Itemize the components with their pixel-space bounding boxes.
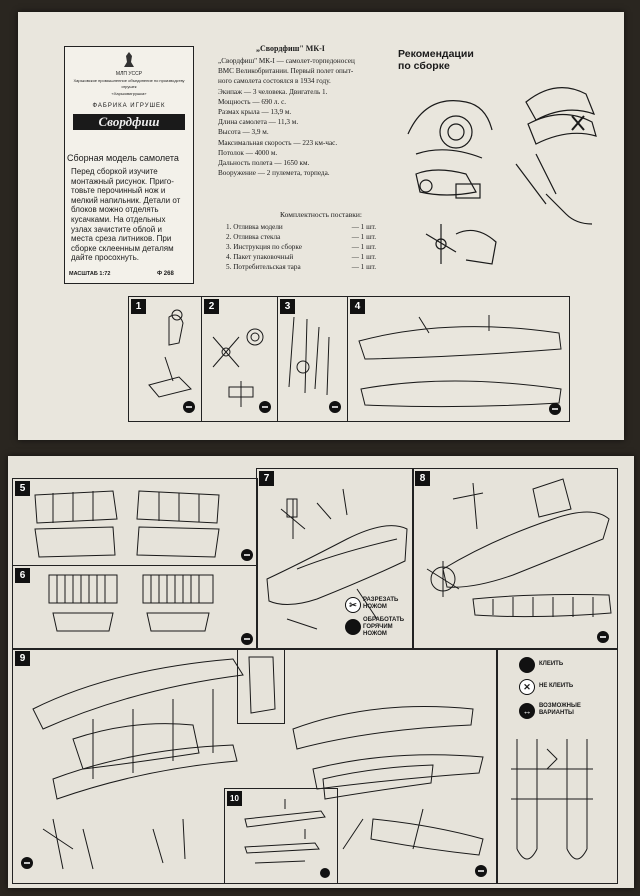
variants-icon: ↔ (519, 703, 535, 719)
panel-legend-variants: КЛЕИТЬ ✕ НЕ КЛЕИТЬ ↔ ВОЗМОЖНЫЕ ВАРИАНТЫ (496, 648, 618, 884)
description-line: Экипаж — 3 человека. Двигатель 1. (218, 87, 328, 96)
panel-step-8: 8 (412, 468, 618, 650)
step-10-number: 10 (227, 791, 242, 806)
panel-step-7: 7 ✂ РАЗРЕЗАТЬ НОЖОМ ОБРАБОТАТЬ ГОРЯЧИМ Н… (256, 468, 414, 650)
step-8-number: 8 (415, 471, 430, 486)
cover-heading: Сборная модель самолета (67, 153, 179, 163)
cut-icon: ✂ (345, 597, 361, 613)
description-line: Размах крыла — 13,9 м. (218, 108, 292, 117)
instruction-sheet-front: МЛП УССР Харьковское промышленное объеди… (18, 12, 624, 440)
legend-variants: ВОЗМОЖНЫЕ ВАРИАНТЫ (539, 703, 581, 716)
instruction-line: сборке склеенным деталям (71, 243, 174, 253)
ministry-text: МЛП УССР (115, 71, 143, 77)
description-line: ного самолета состоялся в 1934 году. (218, 77, 331, 86)
glue-icon (519, 657, 535, 673)
kit-title: Комплектность поставки: (280, 210, 363, 219)
step-2-number: 2 (204, 299, 219, 314)
description-line: Мощность — 690 л. с. (218, 97, 287, 106)
step-6-number: 6 (15, 568, 30, 583)
instruction-line: блоков можно отделять (71, 205, 159, 215)
step-3-number: 3 (280, 299, 295, 314)
kit-list: 1. Отливка модели— 1 шт. 2. Отливка стек… (226, 222, 376, 272)
instruction-line: кусачками. На отдельных (71, 214, 166, 224)
description-block: „Свордфиш" МК-I — самолет-торпедоносец В… (218, 56, 355, 178)
description-line: „Свордфиш" МК-I — самолет-торпедоносец (218, 57, 355, 65)
wing-panels-drawing (34, 490, 253, 645)
recommendation-illustrations (407, 87, 597, 265)
step-5-number: 5 (15, 481, 30, 496)
hot-knife-icon (345, 619, 361, 635)
legend-no-glue: НЕ КЛЕИТЬ (539, 683, 574, 689)
step-7-number: 7 (259, 471, 274, 486)
panel-step-5-6: 5 6 (12, 478, 258, 650)
instruction-line: монтажный рисунок. Приго- (71, 176, 174, 186)
description-line: Максимальная скорость — 223 км-час. (218, 138, 338, 147)
recommendations-title: Рекомендации по сборке (398, 48, 474, 72)
product-banner: Свордфиш (73, 114, 185, 130)
kit-item: 5. Потребительская тара— 1 шт. (226, 263, 376, 271)
cover-instructions: Перед сборкой изучите монтажный рисунок.… (71, 167, 191, 263)
biplane-assembly-drawing (426, 478, 612, 643)
float-variant-drawing (511, 739, 593, 860)
step-4-number: 4 (350, 299, 365, 314)
step-1-number: 1 (131, 299, 146, 314)
legend-hot-knife: ОБРАБОТАТЬ ГОРЯЧИМ НОЖОМ (363, 617, 405, 637)
legend-cut: РАЗРЕЗАТЬ НОЖОМ (363, 597, 399, 610)
instruction-line: узлах зачистите облой и (71, 224, 162, 234)
description-line: Потолок — 4000 м. (218, 148, 278, 157)
fuselage-drawing (266, 488, 408, 630)
org-text: Харьковское промышленное объединение по … (73, 78, 185, 89)
final-assembly-drawing (21, 656, 487, 877)
kit-item: 2. Отливка стекла— 1 шт. (226, 233, 376, 241)
instruction-line: мелкий напильник. Детали от (71, 195, 181, 205)
torpedo-drawing (244, 799, 330, 878)
no-glue-icon: ✕ (519, 679, 535, 695)
org-short-text: «Харьковигрушка» (111, 91, 147, 96)
description-line: Вооружение — 2 пулемета, торпеда. (218, 169, 330, 178)
step-drawings-top (148, 309, 562, 415)
kit-item: 1. Отливка модели— 1 шт. (226, 223, 376, 231)
code-text: Ф 268 (157, 271, 174, 277)
description-title: „Свордфиш" МК-I (256, 44, 325, 53)
panel-step-10: 10 (224, 788, 338, 884)
legend-glue: КЛЕИТЬ (539, 661, 564, 667)
instruction-line: Перед сборкой изучите (71, 167, 158, 176)
instruction-line: дайте просохнуть. (71, 253, 139, 263)
product-name: Свордфиш (98, 114, 160, 129)
instruction-sheet-back: 5 6 7 ✂ РАЗРЕ (8, 456, 634, 888)
step-9-number: 9 (15, 651, 30, 666)
box-cover-label: МЛП УССР Харьковское промышленное объеди… (64, 46, 194, 284)
kit-item: 4. Пакет упаковочный— 1 шт. (226, 253, 376, 261)
description-line: Дальность полета — 1650 км. (218, 159, 310, 168)
instruction-line: товьте перочинный нож и (71, 186, 166, 196)
factory-text: ФАБРИКА ИГРУШЕК (92, 103, 166, 109)
kit-item: 3. Инструкция по сборке— 1 шт. (226, 243, 376, 251)
description-line: ВМС Великобритании. Первый полет опыт- (218, 67, 354, 76)
steps-panel-top: 1 2 3 4 (128, 296, 570, 422)
scale-text: МАСШТАБ 1:72 (69, 271, 111, 277)
description-line: Длина самолета — 11,3 м. (218, 118, 299, 127)
description-line: Высота — 3,9 м. (218, 128, 269, 137)
emblem-icon (124, 52, 134, 67)
instruction-line: места среза литников. При (71, 234, 172, 244)
